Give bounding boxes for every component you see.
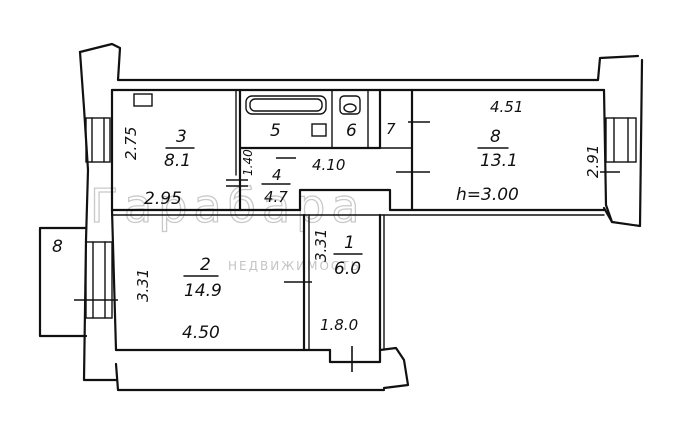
room-1-area: 6.0	[334, 259, 361, 279]
interior-walls	[110, 88, 606, 352]
room-3-area: 8.1	[164, 151, 191, 171]
dim-2-95: 2.95	[144, 189, 182, 209]
room-5-number: 5	[270, 121, 281, 141]
room-2-number: 2	[200, 255, 211, 275]
room-6-number: 6	[346, 121, 357, 141]
room-2: 2 14.9	[183, 255, 222, 301]
room-8-number: 8	[490, 127, 501, 147]
room-6: 6	[346, 121, 357, 141]
balcony: 8	[38, 226, 88, 338]
room-3: 3 8.1	[164, 127, 195, 171]
windows	[85, 117, 637, 319]
room-3-number: 3	[176, 127, 187, 147]
dim-2-75: 2.75	[122, 127, 140, 160]
fixtures	[133, 93, 361, 137]
room-1: 1 6.0	[333, 233, 363, 279]
dim-3-31-mid: 3.31	[312, 229, 330, 262]
room-4-number: 4	[272, 166, 282, 184]
watermark-brand: Гарабара	[90, 179, 366, 233]
dim-2-91: 2.91	[584, 145, 602, 178]
room-1-number: 1	[344, 233, 355, 253]
dim-3-31-left: 3.31	[134, 269, 152, 302]
doors	[74, 121, 620, 372]
room-4: 4 4.7	[261, 166, 291, 206]
room-8-area: 13.1	[480, 151, 518, 171]
room-2-area: 14.9	[184, 281, 222, 301]
watermark-tagline: НЕДВИЖИМОСТЬ	[228, 259, 361, 273]
dim-4-50: 4.50	[182, 323, 220, 343]
dim-4-10: 4.10	[312, 156, 345, 174]
room-5: 5	[270, 121, 281, 141]
room-8: 8 13.1	[477, 127, 518, 171]
dim-1-80: 1.8.0	[320, 316, 358, 334]
dim-1-40: 1.40	[241, 149, 255, 176]
dim-4-51: 4.51	[490, 98, 523, 116]
dimensions: 2.75 2.95 1.40 4.10 4.51 2.91 3.31 3.31 …	[122, 98, 602, 343]
room-7-number: 7	[386, 120, 396, 138]
ceiling-height: h=3.00	[456, 185, 519, 205]
balcony-label: 8	[52, 237, 63, 257]
room-7: 7	[386, 120, 396, 138]
room-4-area: 4.7	[264, 188, 288, 206]
